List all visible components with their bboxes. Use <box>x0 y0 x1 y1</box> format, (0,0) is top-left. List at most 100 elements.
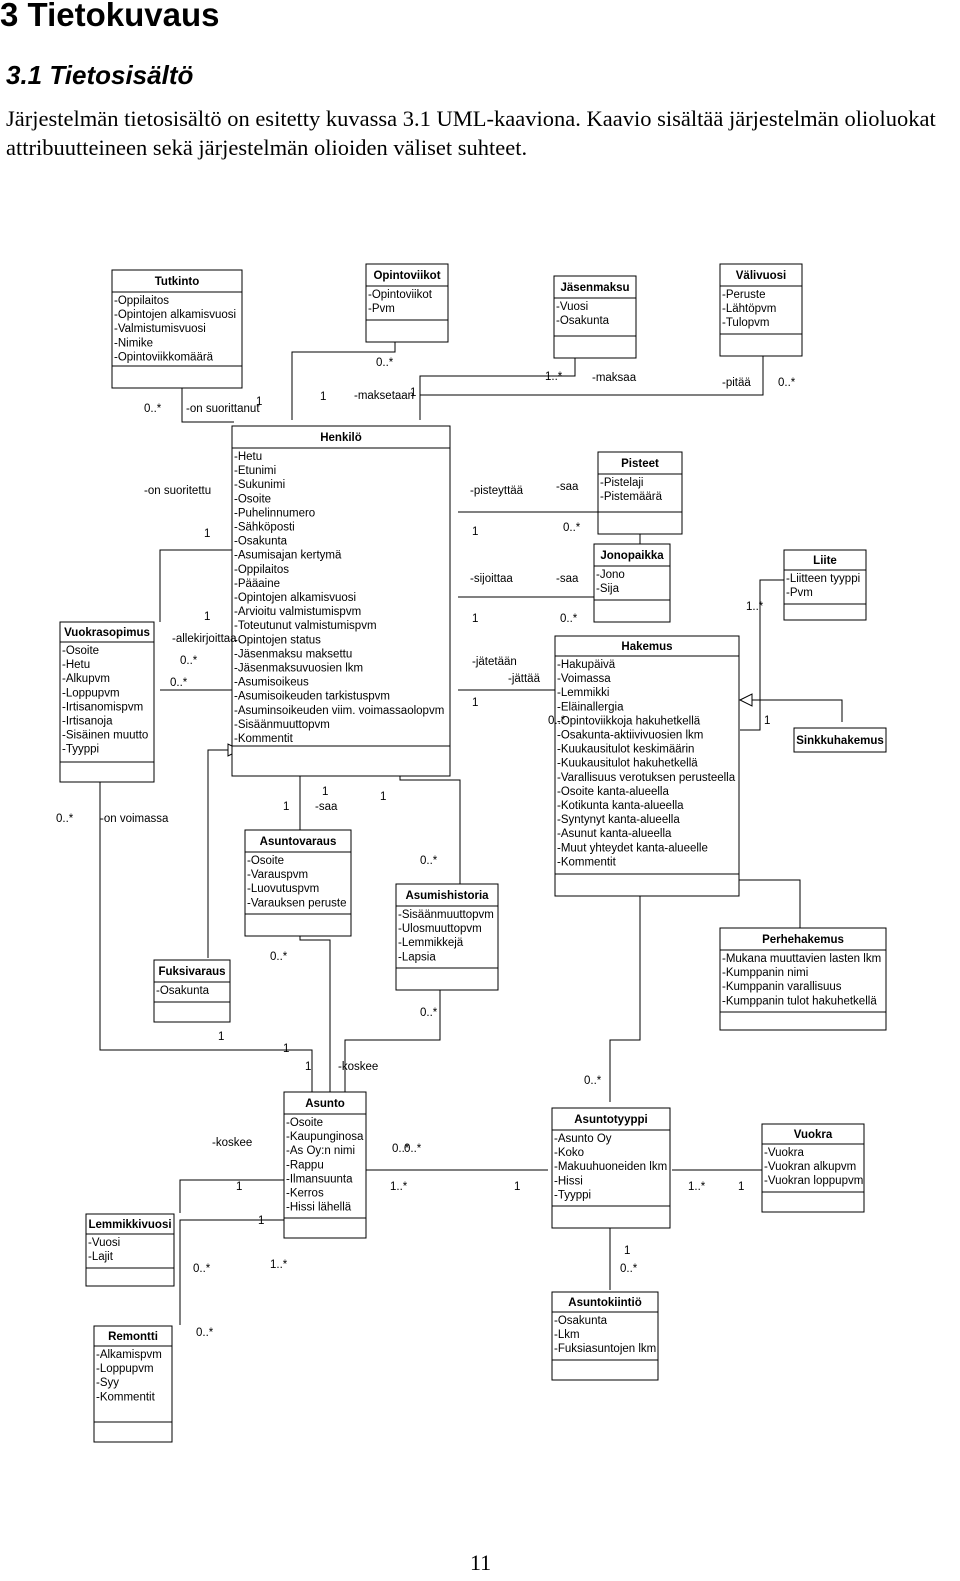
association-label: 0..* <box>563 522 581 534</box>
intro-paragraph: Järjestelmän tietosisältö on esitetty ku… <box>6 106 936 160</box>
class-asumishistoria-frame <box>395 883 499 991</box>
association-label: 0..* <box>270 951 288 963</box>
class-henkilo-attribute: -Asumisoikeus <box>234 677 309 689</box>
association-label: 1 <box>472 613 478 625</box>
class-pisteet-attribute: -Pistelaji <box>600 477 643 489</box>
association-label: 1 <box>256 396 262 408</box>
class-vuokrasopimus: Vuokrasopimus-Osoite-Hetu-Alkupvm-Loppup… <box>59 621 155 783</box>
class-opintoviikot: Opintoviikot-Opintoviikot-Pvm <box>365 263 449 343</box>
class-liite-name: Liite <box>813 555 837 567</box>
association-label: 1 <box>218 1031 224 1043</box>
class-hakemus-attribute: -Osoite kanta-alueella <box>557 786 669 798</box>
association-label: 1..* <box>390 1181 408 1193</box>
association-label: -sijoittaa <box>470 573 513 585</box>
class-asunto-frame <box>283 1091 367 1239</box>
association-label: -on voimassa <box>100 813 169 825</box>
class-perhehakemus-attribute: -Kumppanin varallisuus <box>722 981 842 993</box>
class-hakemus-attribute: -Voimassa <box>557 673 611 685</box>
association-label: 1 <box>320 391 326 403</box>
class-vuokrasopimus-attribute: -Hetu <box>62 659 90 671</box>
class-asuntotyyppi: Asuntotyyppi-Asunto Oy-Koko-Makuuhuoneid… <box>551 1107 671 1229</box>
class-hakemus-attribute: -Syntynyt kanta-alueella <box>557 814 680 826</box>
association-label: 1 <box>283 1043 289 1055</box>
class-tutkinto-attribute: -Nimike <box>114 337 153 349</box>
class-asumishistoria-attribute: -Lemmikkejä <box>398 937 464 949</box>
class-asumishistoria-name: Asumishistoria <box>405 890 489 902</box>
class-asunto-attribute: -Kerros <box>286 1188 324 1200</box>
class-lemmikkivuosi: Lemmikkivuosi-Vuosi-Lajit <box>85 1213 175 1287</box>
edge-asunto-lemmikkivuosi <box>179 1179 284 1213</box>
association-label: 0..* <box>56 813 74 825</box>
association-label: 0..* <box>404 1143 422 1155</box>
class-asuntokiintio: Asuntokiintiö-Osakunta-Lkm-Fuksiasuntoje… <box>551 1291 659 1381</box>
class-liite-attribute: -Pvm <box>786 587 813 599</box>
class-henkilo-frame <box>231 425 451 777</box>
class-vuokrasopimus-attribute: -Alkupvm <box>62 673 110 685</box>
association-label: 0..* <box>193 1263 211 1275</box>
class-hakemus-frame <box>554 635 740 897</box>
class-hakemus-attribute: -Opintoviikkoja hakuhetkellä <box>557 715 701 727</box>
class-hakemus-attribute: -Varallisuus verotuksen perusteella <box>557 772 736 784</box>
class-jonopaikka-name: Jonopaikka <box>600 550 664 562</box>
class-perhehakemus-attribute: -Mukana muuttavien lasten lkm <box>722 953 881 965</box>
edge-asunto-remontti <box>179 1219 284 1325</box>
association-label: 1 <box>322 786 328 798</box>
association-label: -saa <box>556 573 579 585</box>
class-asunto-attribute: -Rappu <box>286 1159 324 1171</box>
class-asuntokiintio-attribute: -Osakunta <box>554 1315 608 1327</box>
class-pisteet-name: Pisteet <box>621 458 659 470</box>
class-asuntotyyppi-attribute: -Hissi <box>554 1175 583 1187</box>
class-asuntotyyppi-attribute: -Makuuhuoneiden lkm <box>554 1161 667 1173</box>
association-label: 0..* <box>170 677 188 689</box>
class-vuokrasopimus-frame <box>59 621 155 783</box>
class-valivuosi-attribute: -Lähtöpvm <box>722 303 776 315</box>
class-remontti-attribute: -Loppupvm <box>96 1363 154 1375</box>
association-label: 0..* <box>560 613 578 625</box>
class-asunto-attribute: -As Oy:n nimi <box>286 1145 355 1157</box>
class-lemmikkivuosi-attribute: -Lajit <box>88 1251 114 1263</box>
edge-vuokrasopimus-asunto <box>99 762 313 1095</box>
class-opintoviikot-attribute: -Opintoviikot <box>368 289 433 301</box>
edge-tutkinto-henkilo <box>181 384 234 423</box>
class-asumishistoria-attribute: -Sisäänmuuttopvm <box>398 909 494 921</box>
class-hakemus-attribute: -Kuukausitulot keskimäärin <box>557 744 694 756</box>
edges <box>99 322 843 1325</box>
class-lemmikkivuosi-frame <box>85 1213 175 1287</box>
page-number: 11 <box>470 1550 492 1575</box>
association-label: 1 <box>738 1181 744 1193</box>
class-perhehakemus-frame <box>719 927 887 1031</box>
class-valivuosi-name: Välivuosi <box>736 270 787 282</box>
class-henkilo-attribute: -Hetu <box>234 451 262 463</box>
association-label: 1 <box>258 1215 264 1227</box>
chapter-heading: 3 Tietokuvaus <box>0 0 220 33</box>
class-asuntokiintio-attribute: -Fuksiasuntojen lkm <box>554 1343 656 1355</box>
class-henkilo-attribute: -Pääaine <box>234 578 280 590</box>
class-tutkinto-name: Tutkinto <box>155 276 200 288</box>
class-henkilo-attribute: -Sähköposti <box>234 522 295 534</box>
class-sinkkuhakemus-frame <box>793 727 887 753</box>
class-asunto-attribute: -Kaupunginosa <box>286 1131 364 1143</box>
association-label: 0..* <box>620 1263 638 1275</box>
class-henkilo-attribute: -Arvioitu valmistumispvm <box>234 606 361 618</box>
class-vuokrasopimus-name: Vuokrasopimus <box>64 627 150 639</box>
class-henkilo-attribute: -Jäsenmaksuvuosien lkm <box>234 663 363 675</box>
class-lemmikkivuosi-name: Lemmikkivuosi <box>88 1219 171 1231</box>
association-label: 1..* <box>545 371 563 383</box>
class-boxes: Tutkinto-Oppilaitos-Opintojen alkamisvuo… <box>59 263 887 1443</box>
edge-hakemus-asuntotyyppi <box>609 868 641 1102</box>
class-fuksivaraus-attribute: -Osakunta <box>156 985 210 997</box>
class-henkilo-attribute: -Opintojen alkamisvuosi <box>234 592 356 604</box>
class-perhehakemus-name: Perhehakemus <box>762 934 844 946</box>
association-label: 0..* <box>778 377 796 389</box>
edge-vuokrasopimus-henkilo <box>159 549 234 622</box>
class-jonopaikka-attribute: -Jono <box>596 569 625 581</box>
class-tutkinto-frame <box>111 269 243 389</box>
class-valivuosi: Välivuosi-Peruste-Lähtöpvm-Tulopvm <box>719 263 803 357</box>
edge-fuksivaraus-asuntovaraus <box>207 749 234 958</box>
association-label: 0..* <box>144 403 162 415</box>
association-label: -pisteyttää <box>470 485 524 497</box>
association-label: 1..* <box>688 1181 706 1193</box>
class-asumishistoria: Asumishistoria-Sisäänmuuttopvm-Ulosmuutt… <box>395 883 499 991</box>
class-pisteet-frame <box>597 451 683 535</box>
